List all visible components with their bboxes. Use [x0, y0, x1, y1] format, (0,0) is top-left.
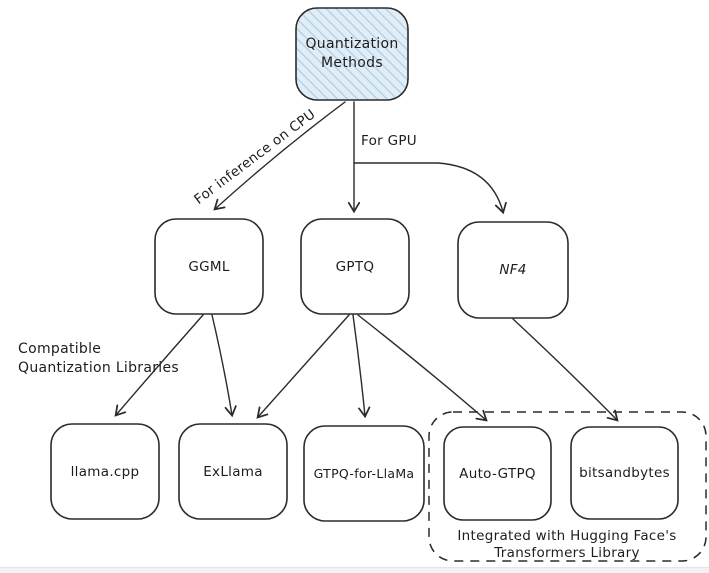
exllama-label: ExLlama: [203, 463, 263, 480]
node-gptq: [300, 218, 410, 315]
bottom-strip: [0, 567, 709, 573]
edge-nf4-to-bitsandbytes: [512, 318, 619, 422]
edge-quantization-to-ggml: [213, 101, 346, 211]
node-ggml: [154, 218, 264, 315]
node-gtpq-for-llama: [303, 425, 425, 522]
node-nf4: [457, 221, 569, 319]
compatible-libraries-line1: Compatible: [18, 341, 102, 357]
node-llama-cpp: [50, 423, 160, 520]
compatible-libraries-annotation: Compatible Quantization Libraries: [18, 340, 179, 378]
quantization-methods-line2: Methods: [321, 55, 383, 71]
edge-quantization-to-nf4: [353, 162, 507, 215]
huggingface-integration-line1: Integrated with Hugging Face's: [457, 528, 677, 544]
compatible-libraries-line2: Quantization Libraries: [18, 360, 179, 376]
edge-ggml-to-exllama: [211, 314, 237, 418]
edge-gptq-to-autogtpq: [357, 314, 488, 422]
gtpq-for-llama-label: GTPQ-for-LlaMa: [313, 466, 415, 481]
auto-gtpq-label: Auto-GTPQ: [459, 465, 536, 482]
ggml-label: GGML: [188, 258, 230, 275]
huggingface-integration-line2: Transformers Library: [494, 545, 640, 561]
edge-gptq-to-gtpqforllama: [352, 314, 371, 419]
gptq-label: GPTQ: [335, 258, 375, 275]
node-auto-gtpq: [443, 426, 552, 521]
node-exllama: [178, 423, 288, 520]
quantization-methods-label: Quantization Methods: [296, 8, 408, 100]
edge-ggml-to-llamacpp: [114, 314, 204, 417]
llama-cpp-label: llama.cpp: [70, 463, 140, 480]
quantization-methods-line1: Quantization: [305, 36, 399, 52]
huggingface-integration-annotation: Integrated with Hugging Face's Transform…: [436, 528, 698, 562]
huggingface-group-box: [428, 411, 707, 562]
bitsandbytes-label: bitsandbytes: [579, 465, 670, 481]
node-bitsandbytes: [570, 426, 679, 520]
edge-gptq-to-exllama: [256, 314, 350, 419]
nf4-label: NF4: [499, 262, 527, 278]
gpu-edge-label: For GPU: [361, 133, 417, 149]
node-quantization-methods: [295, 7, 409, 101]
